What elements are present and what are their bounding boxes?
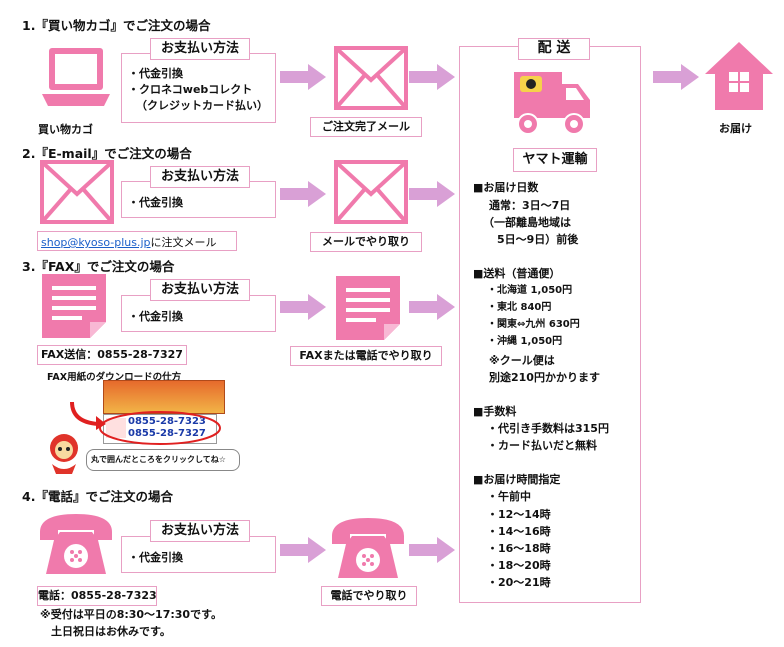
shipping-fee-hokkaido: ・北海道 1,050円 bbox=[487, 285, 573, 296]
cool-delivery-note-1: ※クール便は bbox=[489, 354, 555, 367]
fax-download-label: FAX用紙のダウンロードの仕方 bbox=[47, 372, 182, 383]
carrier-label: ヤマト運輸 bbox=[513, 148, 597, 172]
commission-heading: ■手数料 bbox=[473, 405, 517, 418]
payment-item-3: ・代金引換 bbox=[128, 310, 183, 323]
arrival-label: お届け bbox=[719, 122, 752, 135]
time-slot-4: ・16～18時 bbox=[487, 542, 551, 555]
time-slot-heading: ■お届け時間指定 bbox=[473, 473, 561, 486]
commission-line-2: ・カード払いだと無料 bbox=[487, 439, 597, 452]
order-complete-mail-label: ご注文完了メール bbox=[310, 117, 422, 137]
arrow-right-icon bbox=[409, 294, 455, 320]
fax-document-icon bbox=[42, 274, 106, 338]
commission-line-1: ・代引き手数料は315円 bbox=[487, 422, 609, 435]
section2-heading: 2.『E-mail』でご注文の場合 bbox=[22, 146, 192, 161]
payment-title-1: お支払い方法 bbox=[150, 38, 250, 60]
arrow-right-icon bbox=[409, 181, 455, 207]
time-slot-2: ・12～14時 bbox=[487, 508, 551, 521]
email-link[interactable]: shop@kyoso-plus.jp bbox=[41, 236, 151, 249]
email-label-box bbox=[37, 231, 237, 251]
mail-exchange-label: メールでやり取り bbox=[310, 232, 422, 252]
banner-logo bbox=[106, 418, 126, 438]
mascot-icon bbox=[50, 434, 78, 474]
shopping-cart-label: 買い物カゴ bbox=[38, 123, 93, 136]
banner-fax-number-2: 0855-28-7327 bbox=[128, 428, 206, 439]
payment-item-1a: ・代金引換 bbox=[128, 67, 183, 80]
phone-hours-note: ※受付は平日の8:30～17:30です。 bbox=[40, 608, 222, 621]
arrow-right-icon bbox=[280, 64, 326, 90]
payment-item-4: ・代金引換 bbox=[128, 551, 183, 564]
telephone-icon bbox=[332, 518, 404, 578]
fax-or-phone-label: FAXまたは電話でやり取り bbox=[290, 346, 442, 366]
arrow-right-icon bbox=[280, 181, 326, 207]
time-slot-3: ・14～16時 bbox=[487, 525, 551, 538]
delivery-days-line-1: 通常：3日～7日 bbox=[489, 199, 571, 212]
arrow-right-icon bbox=[280, 537, 326, 563]
arrow-right-icon bbox=[280, 294, 326, 320]
red-curved-arrow-icon bbox=[70, 401, 106, 430]
payment-title-4: お支払い方法 bbox=[150, 520, 250, 542]
payment-title-3: お支払い方法 bbox=[150, 279, 250, 301]
cool-delivery-note-2: 別途210円かかります bbox=[489, 371, 600, 384]
envelope-icon bbox=[40, 160, 114, 224]
payment-box-1 bbox=[121, 53, 276, 123]
house-icon bbox=[705, 42, 773, 110]
payment-item-2: ・代金引換 bbox=[128, 196, 183, 209]
shipping-fee-okinawa: ・沖縄 1,050円 bbox=[487, 336, 563, 347]
arrow-right-icon bbox=[653, 64, 699, 90]
shipping-fee-kanto-kyushu: ・関東⇔九州 630円 bbox=[487, 319, 580, 330]
delivery-truck-icon bbox=[514, 72, 590, 135]
laptop-icon bbox=[42, 48, 110, 106]
shipping-fee-heading: ■送料（普通便） bbox=[473, 267, 561, 280]
phone-number-label: 電話：0855-28-7323 bbox=[37, 586, 157, 606]
envelope-icon bbox=[334, 46, 408, 110]
time-slot-5: ・18～20時 bbox=[487, 559, 551, 572]
phone-exchange-label: 電話でやり取り bbox=[321, 586, 417, 606]
fax-document-icon bbox=[336, 276, 400, 340]
email-suffix: に注文メール bbox=[150, 236, 217, 249]
payment-title-2: お支払い方法 bbox=[150, 166, 250, 188]
delivery-title: 配 送 bbox=[518, 38, 590, 60]
delivery-days-line-2: （一部離島地域は bbox=[483, 216, 571, 229]
arrow-right-icon bbox=[409, 64, 455, 90]
section3-heading: 3.『FAX』でご注文の場合 bbox=[22, 259, 175, 274]
instruction-bubble-text: 丸で囲んだところをクリックしてね☆ bbox=[91, 455, 226, 464]
arrow-right-icon bbox=[409, 537, 455, 563]
telephone-icon bbox=[40, 514, 112, 574]
payment-item-1b: ・クロネコwebコレクト bbox=[128, 83, 253, 96]
shipping-fee-tohoku: ・東北 840円 bbox=[487, 302, 552, 313]
section4-heading: 4.『電話』でご注文の場合 bbox=[22, 489, 173, 504]
fax-number-label: FAX送信：0855-28-7327 bbox=[37, 345, 187, 365]
envelope-icon bbox=[334, 160, 408, 224]
delivery-days-line-3: 5日～9日）前後 bbox=[497, 233, 579, 246]
phone-holiday-note: 土日祝日はお休みです。 bbox=[51, 625, 171, 638]
instruction-bubble bbox=[86, 449, 240, 471]
time-slot-1: ・午前中 bbox=[487, 490, 531, 503]
delivery-days-heading: ■お届け日数 bbox=[473, 181, 539, 194]
fax-download-banner[interactable] bbox=[103, 380, 225, 414]
time-slot-6: ・20～21時 bbox=[487, 576, 551, 589]
payment-item-1c: （クレジットカード払い） bbox=[136, 99, 268, 112]
section1-heading: 1.『買い物カゴ』でご注文の場合 bbox=[22, 18, 211, 33]
banner-fax-number: 0855-28-7323 bbox=[128, 416, 206, 427]
highlight-circle-icon bbox=[99, 411, 221, 445]
